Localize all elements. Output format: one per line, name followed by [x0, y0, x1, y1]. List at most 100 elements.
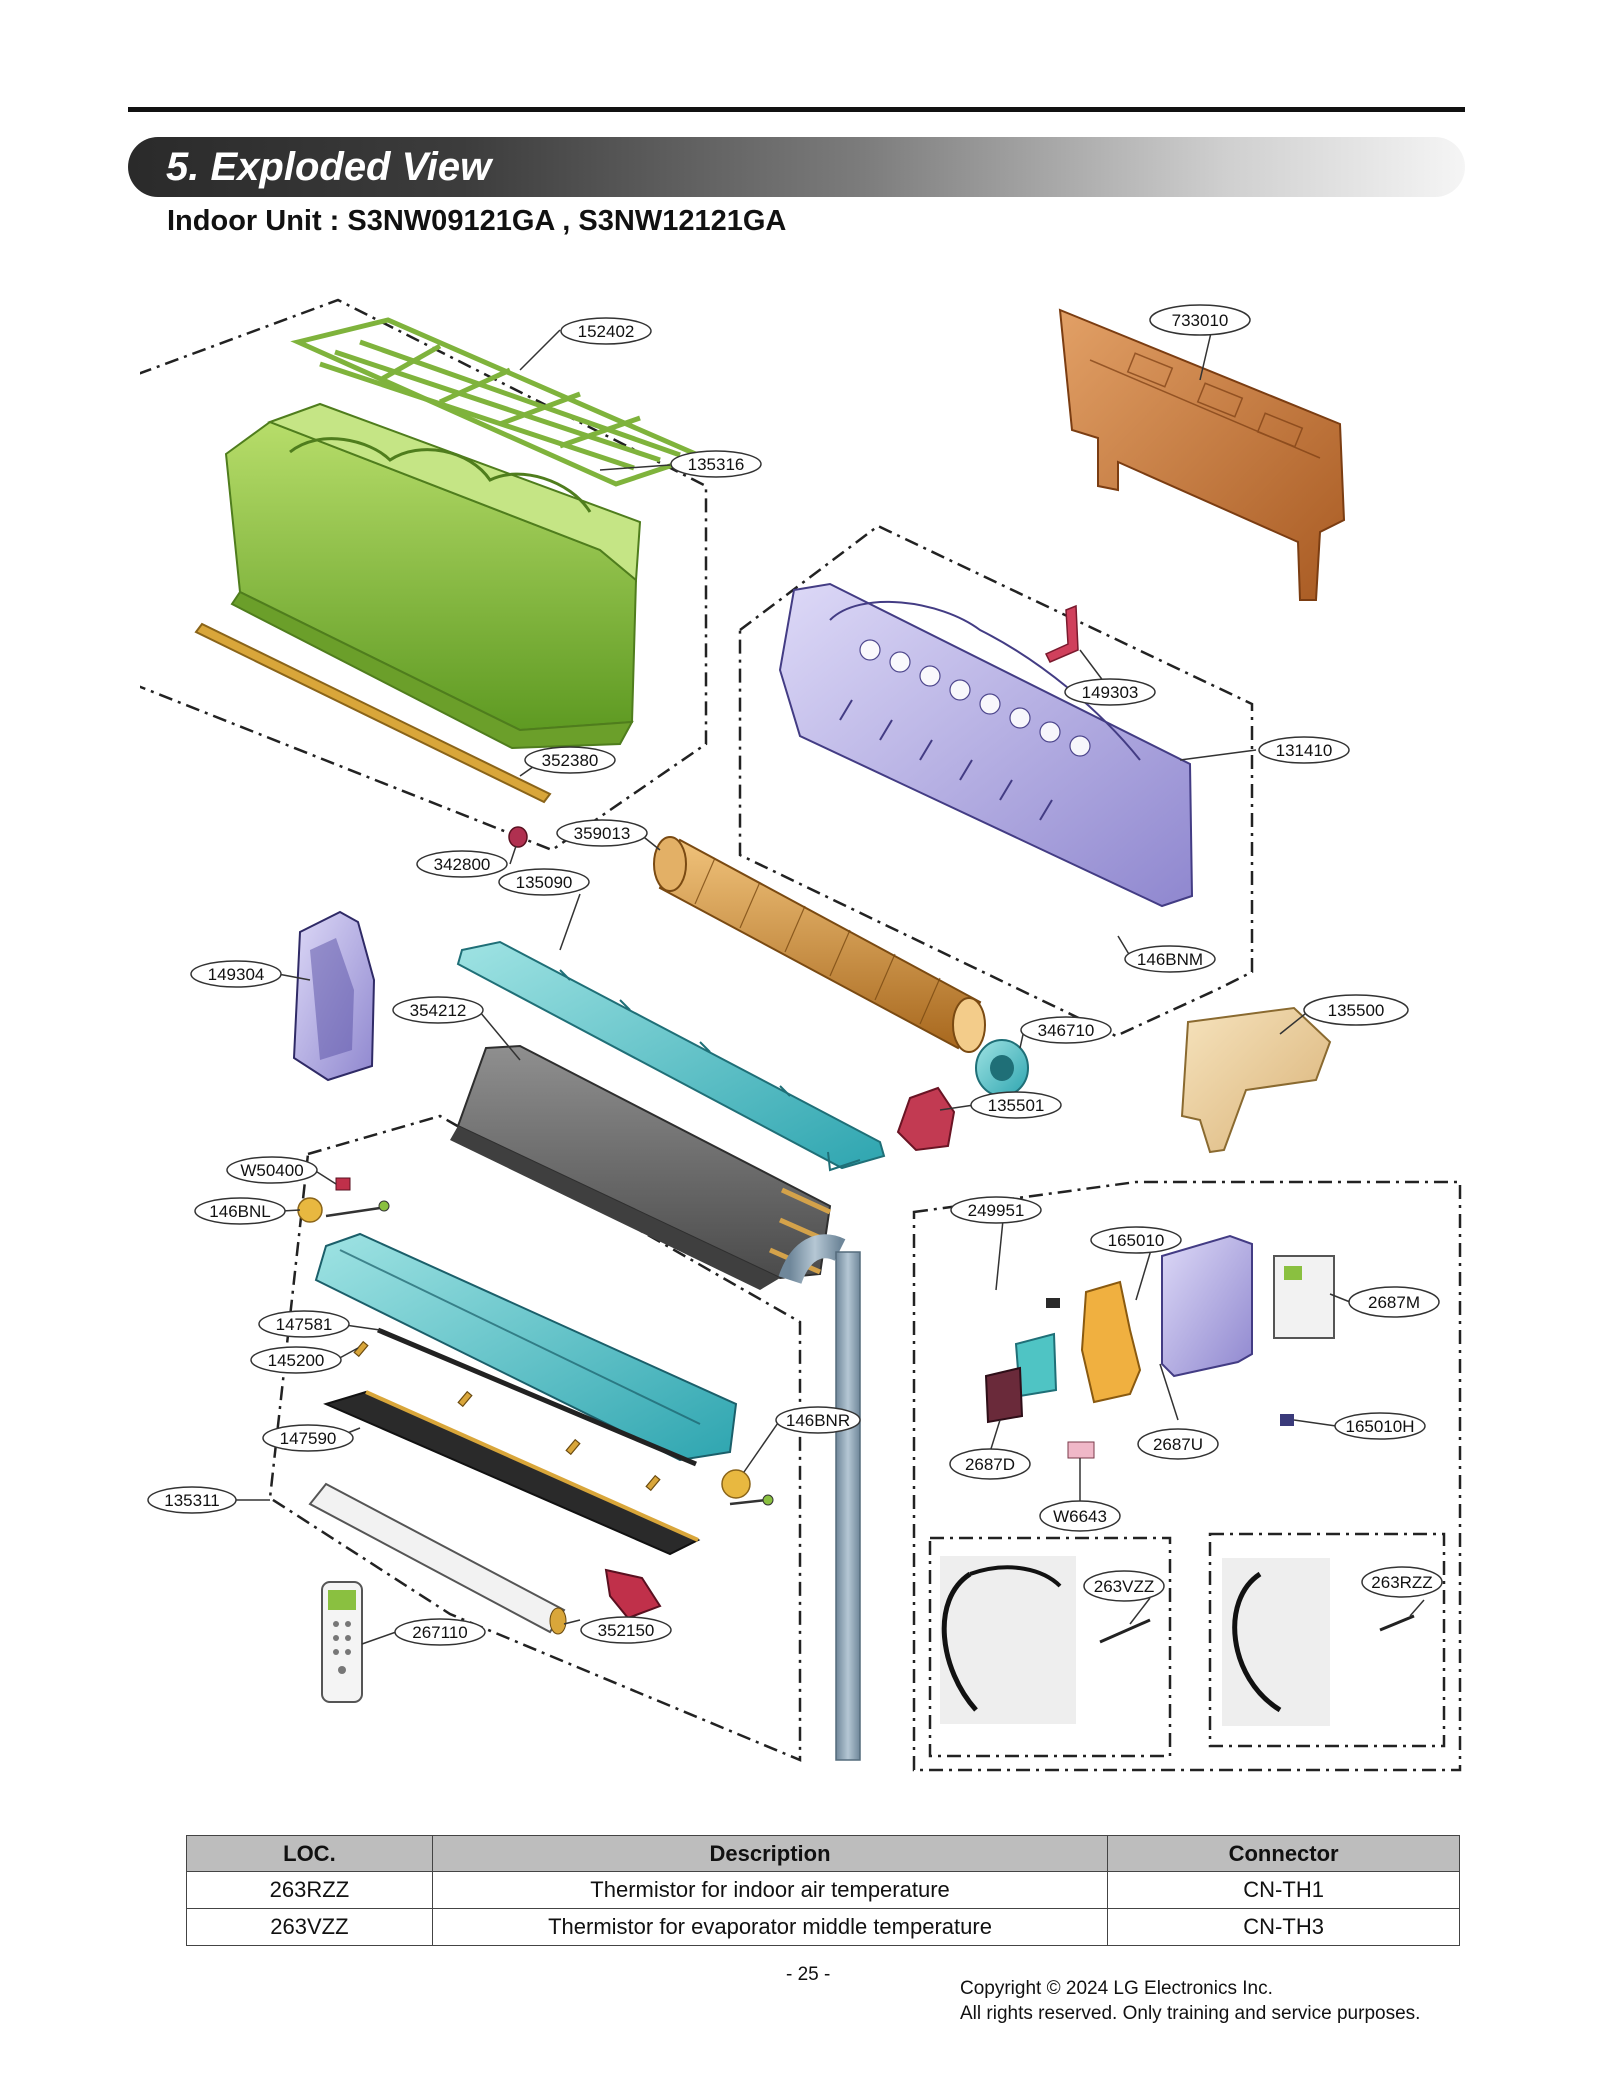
callout-267110: 267110 — [394, 1618, 486, 1646]
drain-hose — [778, 1234, 861, 1761]
callout-135311: 135311 — [147, 1486, 237, 1514]
copyright-line-1: Copyright © 2024 LG Electronics Inc. — [960, 1978, 1273, 1999]
svg-text:146BNR: 146BNR — [786, 1411, 850, 1430]
fan-motor — [975, 1039, 1029, 1097]
table-header-row: LOC. Description Connector — [186, 1835, 1460, 1872]
callout-146BNM: 146BNM — [1124, 945, 1216, 973]
svg-text:147581: 147581 — [276, 1315, 333, 1334]
copyright-notice: Copyright © 2024 LG Electronics Inc. All… — [960, 1976, 1420, 2026]
svg-text:W6643: W6643 — [1053, 1507, 1107, 1526]
callout-146BNR: 146BNR — [775, 1406, 861, 1434]
callout-249951: 249951 — [950, 1196, 1042, 1224]
control-box-parts — [984, 1234, 1335, 1459]
callout-359013: 359013 — [556, 819, 648, 847]
header-connector: Connector — [1107, 1835, 1460, 1872]
copyright-line-2: All rights reserved. Only training and s… — [960, 2003, 1421, 2024]
svg-text:135090: 135090 — [516, 873, 573, 892]
svg-text:249951: 249951 — [968, 1201, 1025, 1220]
drain-pan-tray — [314, 1232, 738, 1462]
svg-text:147590: 147590 — [280, 1429, 337, 1448]
installation-plate — [1058, 308, 1346, 601]
thermistor-table: LOC. Description Connector 263RZZ Thermi… — [186, 1835, 1460, 1946]
cell-loc: 263VZZ — [186, 1908, 433, 1946]
svg-text:146BNM: 146BNM — [1137, 950, 1203, 969]
page-number: - 25 - — [786, 1964, 831, 1985]
svg-text:149304: 149304 — [208, 965, 265, 984]
remote-controller — [321, 1581, 363, 1703]
front-panel — [224, 402, 642, 750]
svg-text:152402: 152402 — [578, 322, 635, 341]
callout-135500: 135500 — [1303, 994, 1409, 1026]
svg-text:346710: 346710 — [1038, 1021, 1095, 1040]
header-description: Description — [431, 1835, 1109, 1872]
svg-text:733010: 733010 — [1172, 311, 1229, 330]
callout-131410: 131410 — [1258, 736, 1350, 764]
control-box-cover — [1180, 1006, 1332, 1154]
callout-145200: 145200 — [250, 1346, 342, 1374]
callout-733010: 733010 — [1149, 304, 1251, 336]
pipe-clip — [604, 1568, 662, 1620]
section-banner: 5. Exploded View — [128, 137, 1465, 197]
svg-text:135316: 135316 — [688, 455, 745, 474]
thermistor-263rzz-photo — [1222, 1558, 1415, 1726]
callout-W50400: W50400 — [226, 1156, 318, 1184]
callout-135090: 135090 — [498, 868, 590, 896]
cell-connector: CN-TH3 — [1107, 1908, 1460, 1946]
evaporator — [450, 1044, 832, 1290]
svg-text:354212: 354212 — [410, 1001, 467, 1020]
group-outlines — [140, 298, 1462, 1772]
svg-text:165010: 165010 — [1108, 1231, 1165, 1250]
callout-149304: 149304 — [190, 960, 282, 988]
callout-135316: 135316 — [670, 450, 762, 478]
callout-263RZZ: 263RZZ — [1361, 1566, 1443, 1598]
svg-text:W50400: W50400 — [240, 1161, 303, 1180]
bearing-bushing — [508, 826, 528, 848]
drain-pan-cover — [456, 940, 886, 1172]
header-loc: LOC. — [186, 1835, 433, 1872]
top-rule — [128, 107, 1465, 112]
svg-text:352380: 352380 — [542, 751, 599, 770]
callout-342800: 342800 — [416, 850, 508, 878]
svg-text:263VZZ: 263VZZ — [1094, 1577, 1154, 1596]
svg-text:352150: 352150 — [598, 1621, 655, 1640]
cell-connector: CN-TH1 — [1107, 1871, 1460, 1909]
callout-149303: 149303 — [1064, 678, 1156, 706]
left-side-holder — [292, 910, 376, 1082]
callout-165010: 165010 — [1090, 1226, 1182, 1254]
callout-W6643: W6643 — [1039, 1500, 1121, 1532]
svg-text:145200: 145200 — [268, 1351, 325, 1370]
svg-text:149303: 149303 — [1082, 683, 1139, 702]
filter-tube — [308, 1482, 567, 1635]
svg-text:135501: 135501 — [988, 1096, 1045, 1115]
cell-loc: 263RZZ — [186, 1871, 433, 1909]
exploded-view-diagram: 152402 135316 733010 149303 131410 35238… — [140, 298, 1462, 1772]
svg-text:2687M: 2687M — [1368, 1293, 1420, 1312]
callout-2687U: 2687U — [1137, 1428, 1219, 1460]
bottom-bar — [194, 622, 552, 804]
callout-352380: 352380 — [524, 746, 616, 774]
svg-text:263RZZ: 263RZZ — [1371, 1573, 1432, 1592]
callout-354212: 354212 — [392, 996, 484, 1024]
callout-152402: 152402 — [560, 317, 652, 345]
callout-165010H: 165010H — [1334, 1412, 1426, 1440]
svg-text:131410: 131410 — [1276, 741, 1333, 760]
model-subtitle: Indoor Unit : S3NW09121GA , S3NW12121GA — [167, 205, 787, 237]
svg-text:2687D: 2687D — [965, 1455, 1015, 1474]
svg-text:146BNL: 146BNL — [209, 1202, 270, 1221]
left-bracket-parts — [297, 1177, 390, 1223]
callout-135501: 135501 — [970, 1091, 1062, 1119]
cell-description: Thermistor for evaporator middle tempera… — [431, 1908, 1109, 1946]
air-filter — [323, 1390, 701, 1556]
callout-352150: 352150 — [580, 1616, 672, 1644]
callout-346710: 346710 — [1020, 1016, 1112, 1044]
callout-2687M: 2687M — [1348, 1286, 1440, 1318]
callout-2687D: 2687D — [949, 1448, 1031, 1480]
callout-146BNL: 146BNL — [194, 1197, 286, 1225]
table-row: 263RZZ Thermistor for indoor air tempera… — [186, 1871, 1460, 1909]
callout-147590: 147590 — [262, 1424, 354, 1452]
motor-cover — [896, 1086, 956, 1152]
callout-147581: 147581 — [258, 1310, 350, 1338]
cross-flow-fan — [653, 836, 986, 1053]
leader-lines — [234, 319, 1425, 1645]
svg-text:267110: 267110 — [412, 1623, 467, 1642]
